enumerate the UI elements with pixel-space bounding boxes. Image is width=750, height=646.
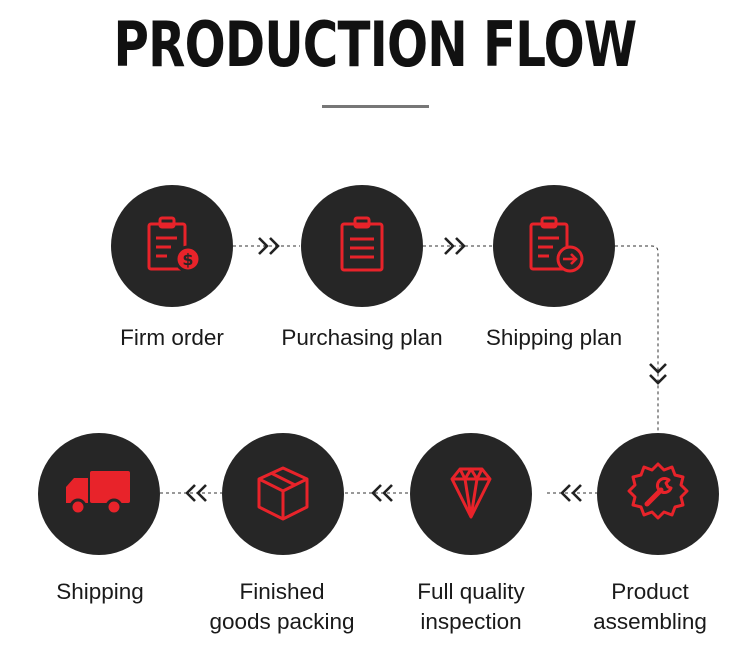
step-label: Product assembling	[570, 577, 730, 637]
connector-line	[615, 245, 659, 433]
diamond-icon	[450, 467, 492, 519]
step-label: Shipping plan	[485, 325, 623, 350]
step-label: Purchasing plan	[281, 325, 443, 350]
svg-text:$: $	[182, 250, 193, 269]
step-quality-inspection-node	[410, 433, 532, 555]
step-label: Full quality inspection	[390, 577, 552, 637]
box-icon	[257, 466, 309, 521]
step-goods-packing-node	[222, 433, 344, 555]
step-shipping-node	[38, 433, 160, 555]
step-product-assembling-node	[597, 433, 719, 555]
truck-icon	[66, 471, 130, 516]
step-label: Finished goods packing	[190, 577, 374, 637]
step-firm-order-node: $	[111, 185, 233, 307]
page-title: PRODUCTION FLOW	[113, 8, 638, 81]
step-label-line: Product	[611, 579, 689, 604]
step-label-line: inspection	[420, 609, 522, 634]
step-label-line: assembling	[593, 609, 707, 634]
clipboard-arrow-icon	[529, 216, 584, 273]
step-shipping-plan-node	[493, 185, 615, 307]
clipboard-list-icon	[340, 216, 384, 272]
chevron-left-icon	[560, 484, 582, 502]
chevron-right-icon	[258, 237, 280, 255]
chevron-right-icon	[444, 237, 466, 255]
step-label: Shipping	[56, 579, 144, 604]
step-label-line: Finished	[239, 579, 325, 604]
title-divider	[322, 105, 429, 108]
step-label-line: Full quality	[417, 579, 525, 604]
step-label: Firm order	[120, 325, 224, 350]
step-label-line: goods packing	[209, 609, 355, 634]
gear-wrench-icon	[627, 462, 689, 520]
clipboard-dollar-icon: $	[147, 216, 202, 273]
chevron-left-icon	[185, 484, 207, 502]
chevron-left-icon	[371, 484, 393, 502]
step-purchasing-plan-node	[301, 185, 423, 307]
chevron-down-icon	[649, 363, 667, 385]
